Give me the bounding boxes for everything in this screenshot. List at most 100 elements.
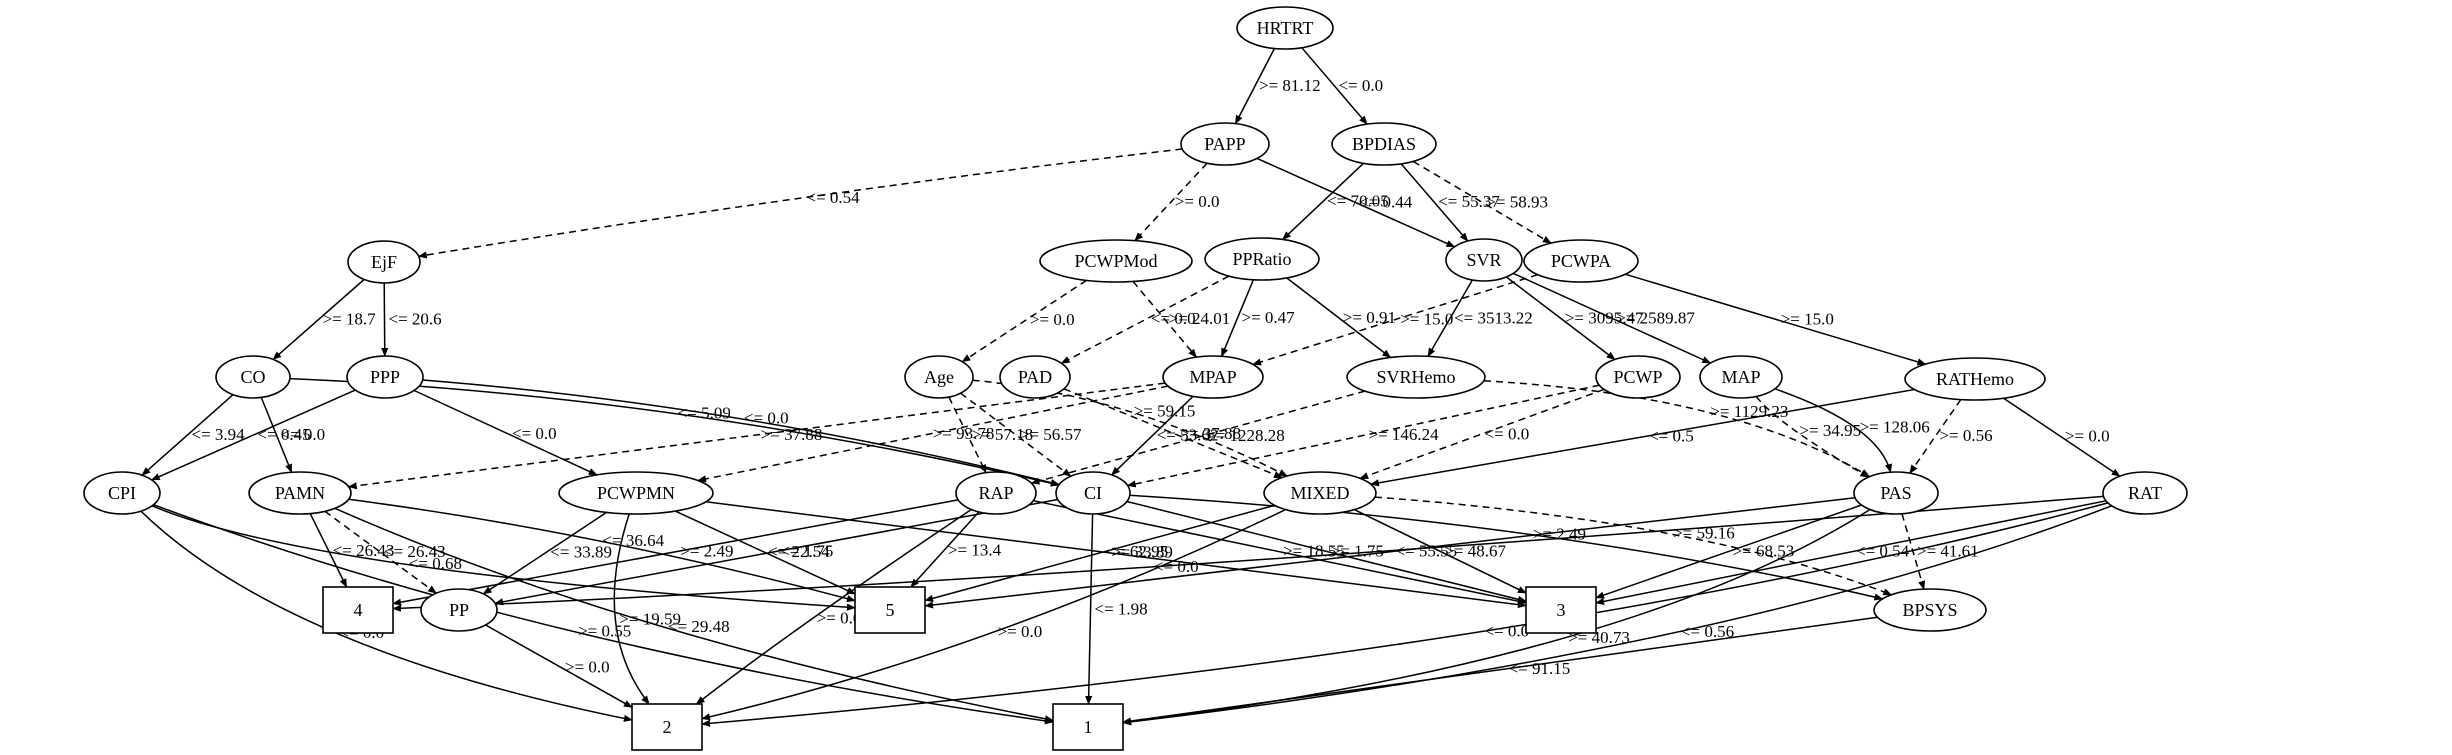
node-label: RATHemo <box>1936 369 2014 389</box>
edge-label: <= 0.56 <box>1681 622 1734 641</box>
edge-mixed-to-n2 <box>701 508 1286 721</box>
edge-label: <= 0.0 <box>1151 309 1196 328</box>
edge-label: >= 48.67 <box>1444 541 1506 560</box>
edge-mixed-to-bpsys <box>1374 496 1893 596</box>
node-svrhemo: SVRHemo <box>1346 355 1486 399</box>
node-label: RAP <box>978 483 1013 503</box>
node-label: PCWPMod <box>1074 251 1157 271</box>
edge-label: >= 24.01 <box>1169 309 1231 328</box>
edge-label: >= 0.0 <box>2065 427 2110 446</box>
edge-label: >= 41.61 <box>1917 542 1979 561</box>
node-ellipse <box>346 355 424 399</box>
node-label: BPSYS <box>1902 600 1957 620</box>
edge-label: >= 68.53 <box>1733 542 1795 561</box>
node-ci: CI <box>1055 471 1131 515</box>
edge-rat-to-n2 <box>701 502 2109 727</box>
edge-label: >= 0.0 <box>817 608 862 627</box>
node-label: PCWPMN <box>597 483 675 503</box>
edge-papp-to-svr <box>1256 157 1456 248</box>
edge-ejf-to-co <box>272 278 365 360</box>
edge-label: >= 93.78 <box>933 424 995 443</box>
edge-svr-to-svrhemo <box>1427 279 1474 358</box>
node-label: CO <box>240 367 265 387</box>
edge-mpap-to-pamn <box>347 382 1166 490</box>
node-ellipse <box>1904 357 2046 401</box>
edge-pcwpa-to-rathemo <box>1624 273 1927 366</box>
edge-pas-to-n3 <box>1595 504 1862 599</box>
edge-pcwp-to-ci <box>1126 384 1600 488</box>
node-label: CI <box>1084 483 1102 503</box>
leaf-box <box>322 586 394 634</box>
node-co: CO <box>215 355 291 399</box>
edge-svrhemo-to-rap <box>1030 390 1366 485</box>
edge-label: <= 0.54 <box>807 188 861 207</box>
node-ellipse <box>999 355 1071 399</box>
edge-pcwpmn-to-n2 <box>613 513 650 705</box>
node-label: PAD <box>1018 367 1052 387</box>
edge-hrtrt-to-bpdias <box>1301 47 1368 125</box>
edge-label: >= 34.95 <box>1799 421 1861 440</box>
leaf-box <box>631 703 703 751</box>
edge-label: <= 0.0 <box>512 424 557 443</box>
edge-rathemo-to-rat <box>2003 397 2121 477</box>
node-rap: RAP <box>955 471 1037 515</box>
edge-label: <= 1.98 <box>1095 600 1148 619</box>
node-label: 2 <box>663 717 672 737</box>
edge-label: <= 0.5 <box>1649 426 1694 445</box>
leaf-node-n1: 1 <box>1052 703 1124 751</box>
edge-label: <= 29.48 <box>668 617 730 636</box>
edge-mpap-to-ci <box>1111 395 1194 476</box>
edge-label: <= 3513.22 <box>1454 308 1533 327</box>
node-mixed: MIXED <box>1263 471 1377 515</box>
edge-ppp-to-pcwpmn <box>413 389 598 476</box>
edge-label: <= 55.37 <box>1438 192 1500 211</box>
edge-label: <= 26.43 <box>333 541 395 560</box>
node-label: 3 <box>1557 600 1566 620</box>
node-papp: PAPP <box>1180 122 1270 166</box>
node-ellipse <box>1331 122 1437 166</box>
edge-label: >= 37.88 <box>761 425 823 444</box>
edge-label: >= 1.75 <box>1331 541 1384 560</box>
node-ellipse <box>1699 355 1783 399</box>
node-ellipse <box>1263 471 1377 515</box>
edge-label: >= 1228.28 <box>1206 426 1285 445</box>
edge-label: >= 37.88 <box>1179 424 1241 443</box>
edge-label: >= 57.18 <box>972 425 1034 444</box>
edge-co-to-cpi <box>141 394 234 476</box>
edge-label: >= 0.0 <box>998 622 1043 641</box>
node-ellipse <box>1595 355 1681 399</box>
edge-label: <= 53.62 <box>1157 425 1219 444</box>
edge-rat-to-n3 <box>1595 500 2107 605</box>
edge-label: <= 1.75 <box>780 542 833 561</box>
edge-ci-to-n1 <box>1085 513 1094 705</box>
node-pp: PP <box>420 588 498 632</box>
edge-svr-to-pcwp <box>1505 276 1616 361</box>
edge-label: <= 62.95 <box>1106 542 1168 561</box>
node-pcwpa: PCWPA <box>1523 239 1639 283</box>
edge-rathemo-to-mixed <box>1369 388 1915 487</box>
node-pas: PAS <box>1853 471 1939 515</box>
node-label: PP <box>449 600 469 620</box>
node-label: PAMN <box>275 483 325 503</box>
edge-label: >= 15.0 <box>1781 310 1834 329</box>
edge-label: >= 18.7 <box>323 310 377 329</box>
edge-pcwpmn-to-n3 <box>705 501 1527 609</box>
node-label: RAT <box>2128 483 2162 503</box>
node-ejf: EjF <box>347 240 421 284</box>
edge-bpdias-to-svr <box>1400 163 1469 242</box>
edge-label: <= 55.55 <box>1396 542 1458 561</box>
edge-co-to-pamn <box>260 397 293 474</box>
edge-label: >= 15.0 <box>1400 309 1453 328</box>
node-ellipse <box>1523 239 1639 283</box>
edge-cpi-to-n5 <box>151 505 856 611</box>
node-ellipse <box>248 471 352 515</box>
edge-label: >= 59.15 <box>1134 402 1196 421</box>
leaf-box <box>1052 703 1124 751</box>
edge-label: >= 0.56 <box>1939 426 1992 445</box>
node-ellipse <box>420 588 498 632</box>
edge-label: >= 19.59 <box>619 610 681 629</box>
edge-pcwpmod-to-age <box>961 279 1087 363</box>
edge-svr-to-map <box>1512 272 1712 364</box>
node-label: MPAP <box>1189 367 1236 387</box>
edge-label: <= 3.94 <box>192 425 246 444</box>
